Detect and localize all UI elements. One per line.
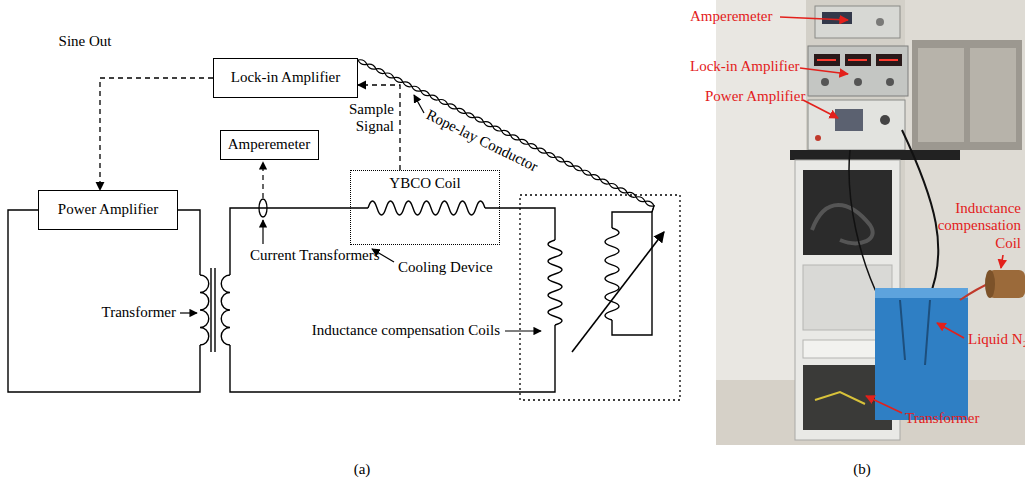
lab-photo bbox=[817, 59, 836, 61]
instrument-box: Lock-in Amplifier bbox=[213, 58, 358, 98]
instrument-box: Amperemeter bbox=[220, 130, 319, 160]
pointer-arrow bbox=[505, 330, 541, 331]
node-label: Amperemeter bbox=[228, 136, 310, 153]
lab-photo bbox=[849, 150, 880, 300]
current-transformer bbox=[259, 199, 267, 217]
rope-lay-conductor bbox=[358, 60, 654, 212]
compensation-housing bbox=[520, 195, 680, 400]
variable-arrow bbox=[572, 232, 664, 352]
secondary-wire bbox=[230, 208, 555, 392]
panel-label: (b) bbox=[853, 461, 871, 478]
transformer-symbol bbox=[214, 268, 215, 352]
lab-photo bbox=[845, 54, 871, 66]
photo-callout: Amperemeter bbox=[690, 8, 772, 25]
lab-photo bbox=[803, 100, 838, 118]
lab-photo bbox=[912, 40, 1022, 150]
rope-lay-conductor bbox=[358, 60, 654, 212]
signal-label: Sample Signal bbox=[342, 101, 394, 136]
photo-callout: Liquid N₂ bbox=[968, 331, 1025, 348]
lab-photo bbox=[886, 78, 894, 86]
node-label: YBCO Coil bbox=[389, 175, 460, 192]
transformer-symbol bbox=[200, 275, 209, 345]
photo-callout: Power Amplifier bbox=[705, 88, 805, 105]
transformer-symbol bbox=[200, 268, 230, 352]
part-label: Inductance compensation Coils bbox=[312, 322, 500, 339]
lab-photo bbox=[835, 109, 863, 131]
transformer-symbol bbox=[221, 275, 230, 345]
lab-photo bbox=[875, 288, 968, 420]
signal-connector bbox=[100, 78, 213, 190]
lab-photo bbox=[821, 78, 829, 86]
lab-photo bbox=[876, 54, 902, 66]
cooling-region: YBCO Coil bbox=[350, 170, 500, 245]
compensation-coil bbox=[548, 240, 562, 325]
conductor-label: Rope-lay Conductor bbox=[423, 106, 540, 175]
lab-photo bbox=[879, 59, 898, 61]
ybco-coil-symbol bbox=[368, 201, 485, 215]
part-label: Current Transformers bbox=[250, 247, 380, 264]
lab-photo bbox=[848, 59, 867, 61]
signal-label: Sine Out bbox=[59, 33, 112, 50]
photo-callout: Lock-in Amplifier bbox=[690, 58, 800, 75]
transformer-symbol bbox=[210, 268, 211, 352]
lab-photo bbox=[985, 270, 995, 298]
instrument-box: Power Amplifier bbox=[38, 190, 178, 230]
lab-photo bbox=[900, 300, 930, 365]
lab-photo bbox=[875, 288, 968, 298]
lab-photo bbox=[880, 115, 890, 125]
lab-photo bbox=[937, 323, 964, 338]
lab-photo bbox=[822, 12, 852, 24]
lab-photo bbox=[1001, 255, 1003, 268]
lab-photo bbox=[876, 18, 884, 26]
node-label: Lock-in Amplifier bbox=[231, 69, 341, 86]
part-label: Cooling Device bbox=[398, 259, 493, 276]
lab-photo bbox=[866, 396, 902, 413]
lab-photo bbox=[800, 68, 848, 74]
pointer-arrow bbox=[262, 220, 263, 244]
lab-photo bbox=[815, 392, 865, 404]
lab-photo bbox=[808, 100, 905, 150]
lab-photo bbox=[812, 205, 873, 243]
panel-label: (a) bbox=[354, 461, 371, 478]
lab-photo bbox=[970, 48, 1016, 142]
pointer-arrow bbox=[180, 312, 197, 313]
signal-arrow bbox=[262, 162, 263, 198]
lab-photo bbox=[815, 6, 900, 38]
lab-photo bbox=[854, 78, 862, 86]
lab-photo bbox=[815, 135, 821, 141]
lab-photo bbox=[814, 54, 840, 66]
lab-photo bbox=[918, 48, 964, 142]
primary-wire bbox=[178, 210, 200, 275]
secondary-wire bbox=[230, 208, 368, 275]
node-label: Power Amplifier bbox=[58, 201, 158, 218]
primary-wire bbox=[8, 210, 200, 392]
photo-callout: Inductance compensation Coil bbox=[925, 200, 1021, 252]
lab-photo bbox=[902, 130, 938, 300]
pointer-arrow bbox=[414, 95, 424, 113]
lab-photo bbox=[803, 170, 892, 255]
lab-photo bbox=[780, 17, 848, 20]
part-label: Transformer bbox=[102, 304, 176, 321]
primary-wire bbox=[8, 210, 200, 392]
photo-callout: Transformer bbox=[905, 410, 979, 427]
lab-photo bbox=[790, 150, 960, 160]
rope-lay-conductor bbox=[358, 60, 654, 212]
